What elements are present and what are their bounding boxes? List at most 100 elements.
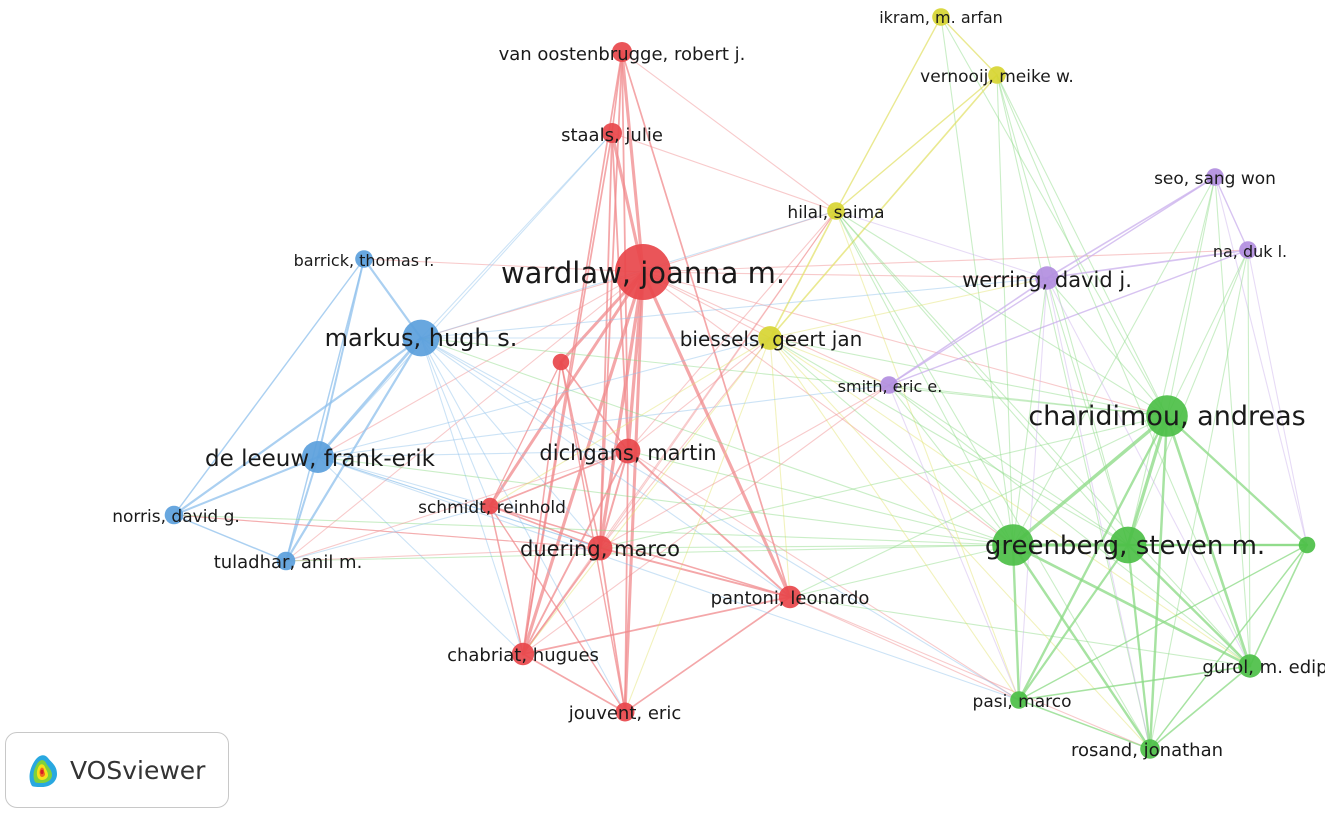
node-deleeuw[interactable] xyxy=(302,441,334,473)
node-vanoosten[interactable] xyxy=(612,42,632,62)
node-smith[interactable] xyxy=(880,376,898,394)
link-seo-charidimou xyxy=(1166,176,1216,417)
link-jouvent-markus xyxy=(420,337,626,713)
node-greenberg[interactable] xyxy=(992,524,1034,566)
node-rosand[interactable] xyxy=(1140,739,1160,759)
node-wardlaw[interactable] xyxy=(615,244,671,300)
link-tuladhar-greenberg xyxy=(285,544,1014,562)
link-ikram-charidimou xyxy=(940,16,1168,417)
link-markus-charidimou xyxy=(420,337,1168,417)
link-deleeuw-norris xyxy=(172,455,320,517)
link-norris-duering xyxy=(173,514,601,549)
link-jouvent-pantoni xyxy=(624,596,791,713)
link-barrick-tuladhar xyxy=(285,258,365,562)
link-pantoni-markus xyxy=(420,337,791,598)
link-vernooij-greenberg xyxy=(996,74,1014,546)
link-hilal-gurol xyxy=(835,210,1251,667)
link-hilal-pasi xyxy=(835,210,1020,701)
link-dichgans-chabriat xyxy=(522,450,629,655)
link-chabriat-jouvent xyxy=(522,653,626,713)
node-pantoni[interactable] xyxy=(778,585,802,609)
link-staals-duering xyxy=(599,132,613,549)
link-rosand-green_right xyxy=(1149,544,1308,750)
node-schmidt[interactable] xyxy=(481,497,499,515)
node-duering[interactable] xyxy=(587,535,613,561)
link-vernooij-biessels xyxy=(769,74,998,339)
link-na-green_right xyxy=(1247,249,1308,546)
node-unlabeled_red[interactable] xyxy=(552,353,570,371)
link-smith-chabriat xyxy=(522,384,890,655)
link-greenberg2-gurol xyxy=(1126,543,1252,668)
node-na[interactable] xyxy=(1239,241,1257,259)
link-wardlaw-duering xyxy=(598,270,645,550)
node-greenberg2[interactable] xyxy=(1109,526,1147,564)
link-markus-tuladhar xyxy=(284,336,423,563)
node-norris[interactable] xyxy=(164,505,184,525)
node-staals[interactable] xyxy=(602,123,622,143)
link-greenberg2-rosand xyxy=(1126,543,1152,751)
label-tuladhar: tuladhar, anil m. xyxy=(214,552,363,573)
link-deleeuw-duering xyxy=(317,456,601,549)
link-staals-markus xyxy=(420,132,613,339)
label-na: na, duk l. xyxy=(1213,242,1287,261)
link-werring-pasi xyxy=(1018,277,1048,701)
node-vernooij[interactable] xyxy=(988,66,1006,84)
node-hilal[interactable] xyxy=(827,202,845,220)
link-charidimou-gurol xyxy=(1165,414,1252,668)
link-deleeuw-biessels xyxy=(317,337,771,458)
link-tuladhar-dichgans xyxy=(285,450,629,562)
link-chabriat-deleeuw xyxy=(317,456,524,655)
link-dichgans-greenberg xyxy=(627,450,1014,546)
link-deleeuw-pasi xyxy=(317,456,1020,701)
link-staals-hilal xyxy=(611,132,837,212)
node-pasi[interactable] xyxy=(1010,691,1028,709)
link-chabriat-biessels xyxy=(522,337,771,655)
node-charidimou[interactable] xyxy=(1146,395,1188,437)
node-seo[interactable] xyxy=(1206,168,1224,186)
link-ikram-greenberg xyxy=(940,16,1014,546)
node-markus[interactable] xyxy=(402,319,440,357)
link-deleeuw-greenberg xyxy=(317,456,1014,546)
node-werring[interactable] xyxy=(1035,266,1059,290)
link-smith-charidimou xyxy=(888,384,1168,417)
node-biessels[interactable] xyxy=(758,326,782,350)
link-markus-greenberg xyxy=(420,337,1014,546)
link-rosand-pasi xyxy=(1018,699,1151,750)
link-duering-unlabeled_red xyxy=(560,361,601,549)
link-wardlaw-vanoosten xyxy=(620,50,645,274)
link-dichgans-biessels xyxy=(627,337,771,452)
nodes-layer xyxy=(164,8,1316,759)
label-chabriat: chabriat, hugues xyxy=(447,645,599,666)
link-markus-norris xyxy=(172,336,423,517)
node-tuladhar[interactable] xyxy=(276,551,296,571)
link-hilal-greenberg xyxy=(835,210,1014,546)
link-chabriat-pantoni xyxy=(522,596,791,655)
link-biessels-greenberg xyxy=(769,337,1014,546)
link-duering-charidimou xyxy=(599,415,1168,549)
link-ikram-vernooij xyxy=(940,16,998,76)
node-barrick[interactable] xyxy=(355,250,373,268)
label-biessels: biessels, geert jan xyxy=(680,327,863,351)
link-biessels-charidimou xyxy=(769,337,1168,417)
label-staals: staals, julie xyxy=(561,125,663,146)
link-werring-greenberg2 xyxy=(1046,277,1129,546)
label-vernooij: vernooij, meike w. xyxy=(920,67,1074,87)
link-wardlaw-pantoni xyxy=(641,270,792,599)
node-gurol[interactable] xyxy=(1238,654,1262,678)
node-green_right[interactable] xyxy=(1298,536,1316,554)
node-ikram[interactable] xyxy=(932,8,950,26)
node-chabriat[interactable] xyxy=(511,642,535,666)
node-dichgans[interactable] xyxy=(615,438,641,464)
link-duering-markus xyxy=(420,337,601,549)
link-duering-pantoni xyxy=(599,547,791,598)
link-gurol-rosand xyxy=(1149,665,1251,750)
label-ikram: ikram, m. arfan xyxy=(879,8,1003,27)
label-werring: werring, david j. xyxy=(962,268,1132,292)
link-vernooij-rosand xyxy=(996,74,1151,750)
link-seo-green_right xyxy=(1214,176,1308,546)
label-greenberg: greenberg, steven m. xyxy=(985,531,1265,561)
label-deleeuw: de leeuw, frank-erik xyxy=(205,446,436,472)
node-jouvent[interactable] xyxy=(615,702,635,722)
link-norris-tuladhar xyxy=(173,514,287,562)
